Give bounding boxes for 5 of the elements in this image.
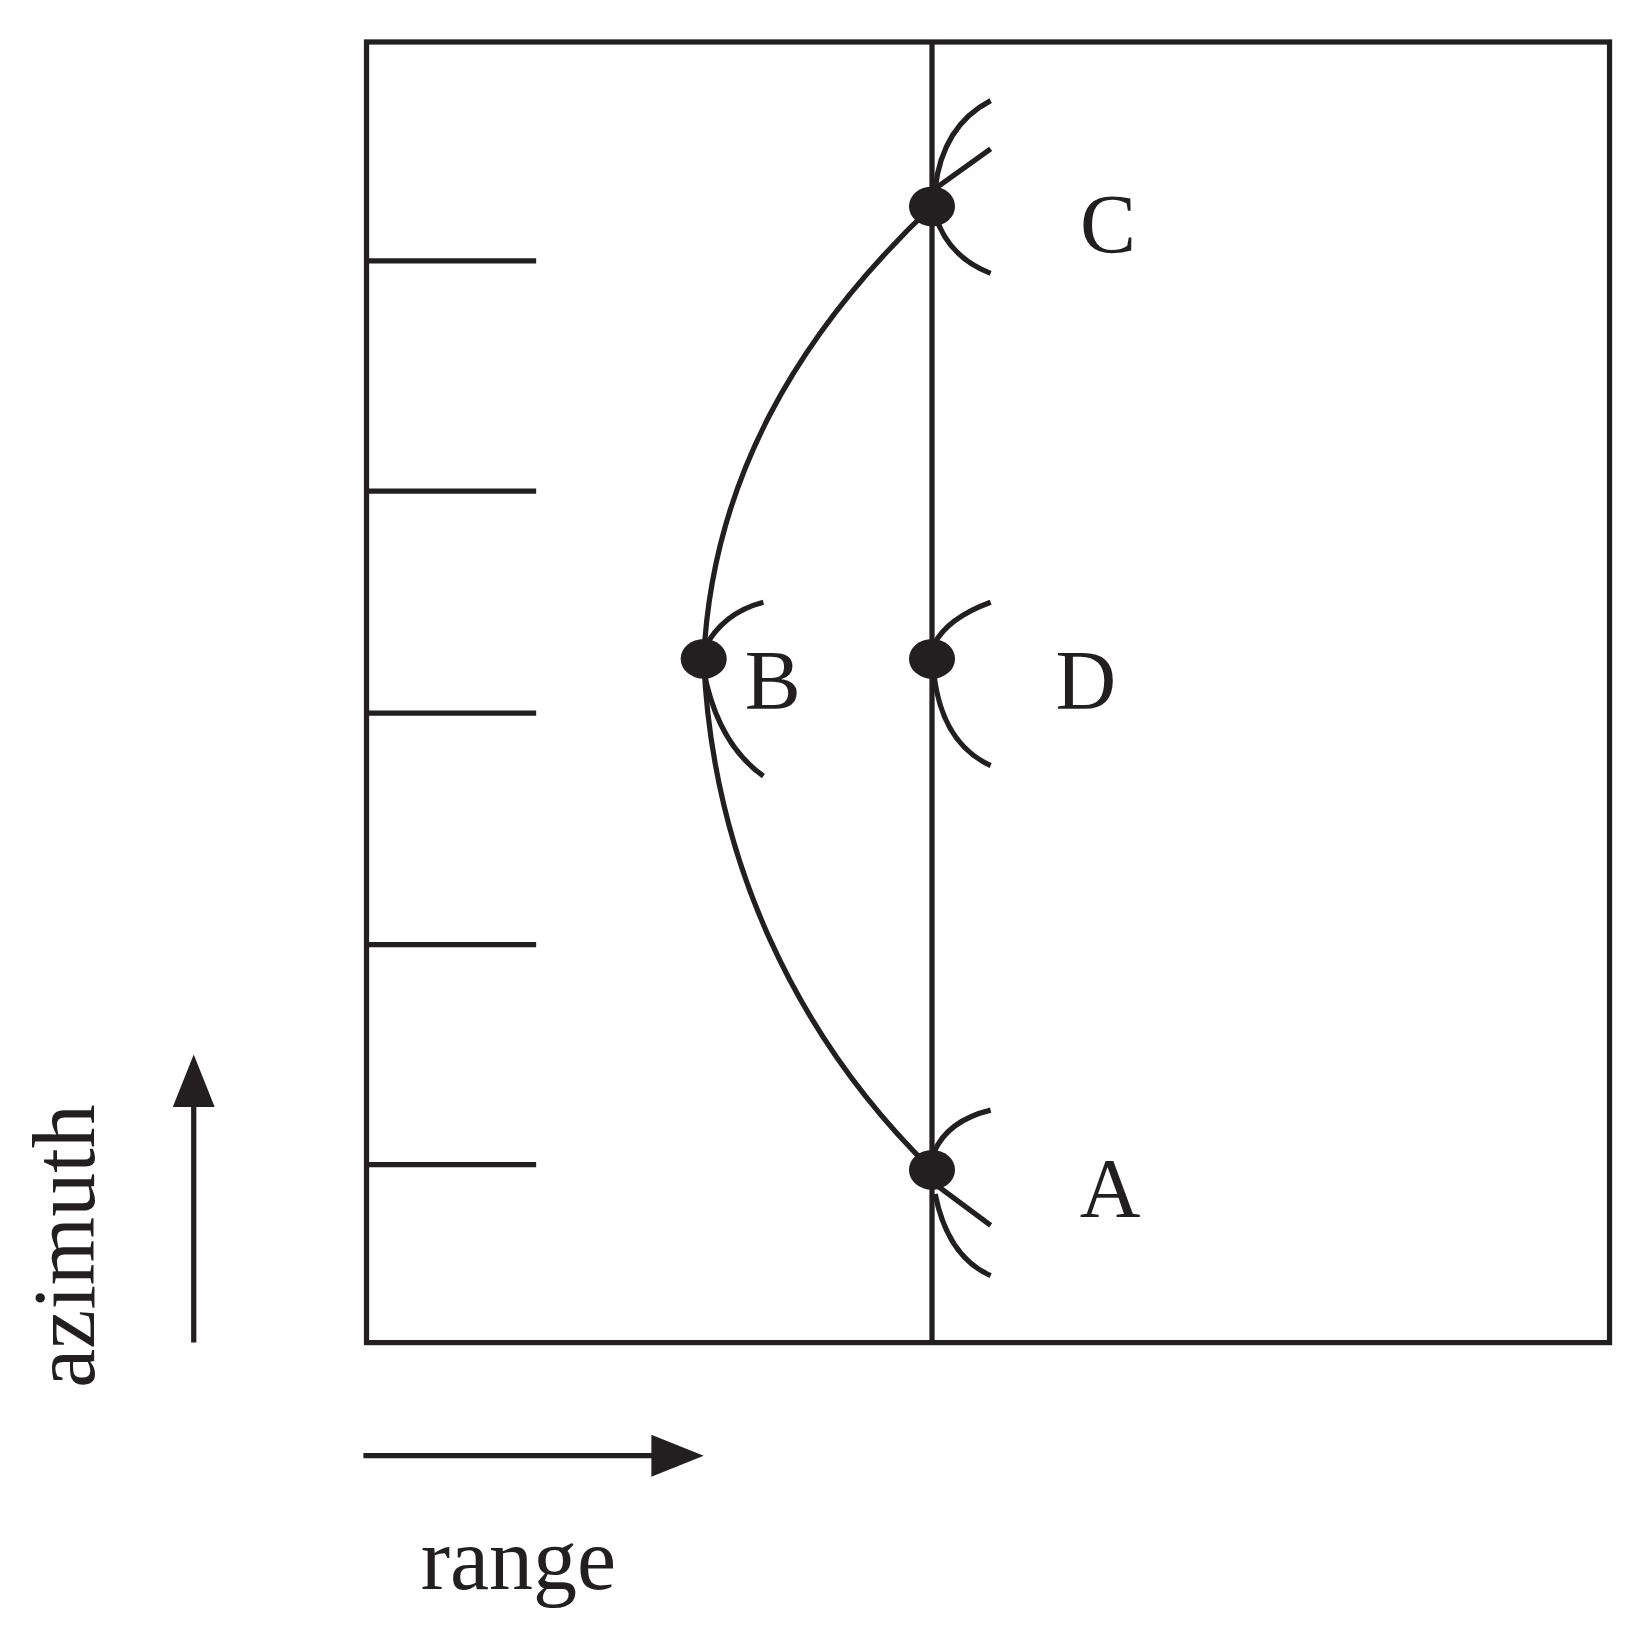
point-label: A bbox=[1079, 1146, 1141, 1231]
point-label: C bbox=[1079, 183, 1136, 268]
axis-label: azimuth bbox=[20, 1104, 109, 1388]
point-label: D bbox=[1055, 638, 1117, 723]
point-label: B bbox=[744, 638, 801, 723]
